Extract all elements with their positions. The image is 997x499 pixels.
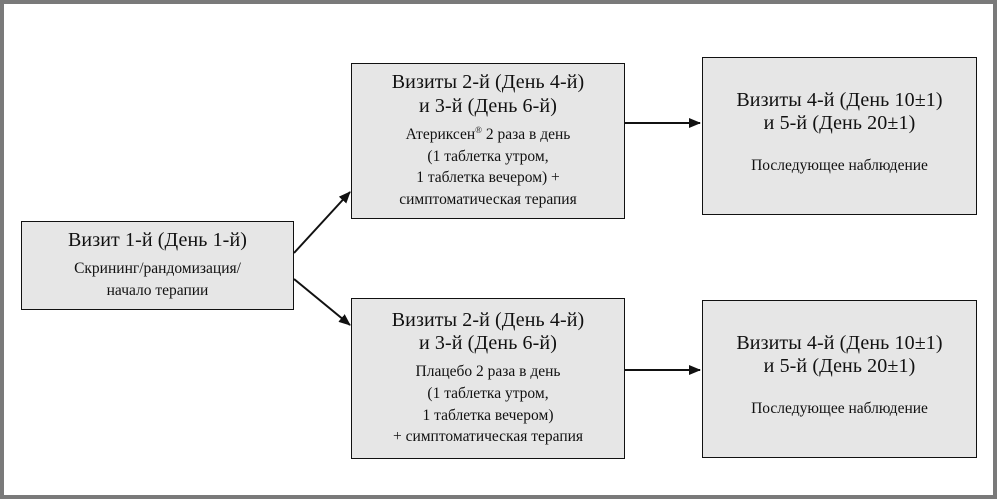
followup-top-note: Последующее наблюдение xyxy=(751,157,928,175)
arm-top-title-line2: и 3-й (День 6-й) xyxy=(419,94,557,117)
visit1-title: Визит 1-й (День 1-й) xyxy=(67,229,248,252)
arm-bottom-title-line2: и 3-й (День 6-й) xyxy=(419,332,557,355)
registered-mark: ® xyxy=(475,124,482,135)
arm-top-box: Визиты 2-й (День 4-й) и 3-й (День 6-й) А… xyxy=(351,63,625,219)
arm-top-drug-dose: 2 раза в день xyxy=(482,125,571,143)
arrow-to-arm-top xyxy=(293,191,351,254)
arm-bottom-box: Визиты 2-й (День 4-й) и 3-й (День 6-й) П… xyxy=(351,298,625,459)
followup-top-title-line2: и 5-й (День 20±1) xyxy=(763,112,916,135)
visit1-line1: Скрининг/рандомизация/ xyxy=(74,260,241,278)
arm-bottom-line4: + симптоматическая терапия xyxy=(392,428,584,446)
arm-top-title-line1: Визиты 2-й (День 4-й) xyxy=(391,71,585,94)
arm-bottom-line3: 1 таблетка вечером) xyxy=(422,406,554,424)
visit1-box: Визит 1-й (День 1-й) Скрининг/рандомизац… xyxy=(21,221,294,310)
followup-bottom-title-line2: и 5-й (День 20±1) xyxy=(763,355,916,378)
visit1-line2: начало терапии xyxy=(106,282,209,300)
arm-top-line3: 1 таблетка вечером) + xyxy=(416,169,560,187)
arm-top-drug-line: Атериксен® 2 раза в день xyxy=(406,124,571,146)
followup-bottom-note: Последующее наблюдение xyxy=(751,400,928,418)
arm-top-line4: симптоматическая терапия xyxy=(399,190,577,208)
arm-bottom-title-line1: Визиты 2-й (День 4-й) xyxy=(391,308,585,331)
followup-bottom-title-line1: Визиты 4-й (День 10±1) xyxy=(736,331,943,354)
arrow-to-arm-bottom xyxy=(293,278,351,326)
arm-bottom-line2: (1 таблетка утром, xyxy=(427,385,549,402)
followup-bottom-box: Визиты 4-й (День 10±1) и 5-й (День 20±1)… xyxy=(702,300,977,458)
followup-top-box: Визиты 4-й (День 10±1) и 5-й (День 20±1)… xyxy=(702,57,977,215)
arm-bottom-line1: Плацебо 2 раза в день xyxy=(415,363,561,381)
arm-top-drug-name: Атериксен xyxy=(405,125,476,143)
followup-top-title-line1: Визиты 4-й (День 10±1) xyxy=(736,88,943,111)
arm-top-line2: (1 таблетка утром, xyxy=(427,147,549,165)
